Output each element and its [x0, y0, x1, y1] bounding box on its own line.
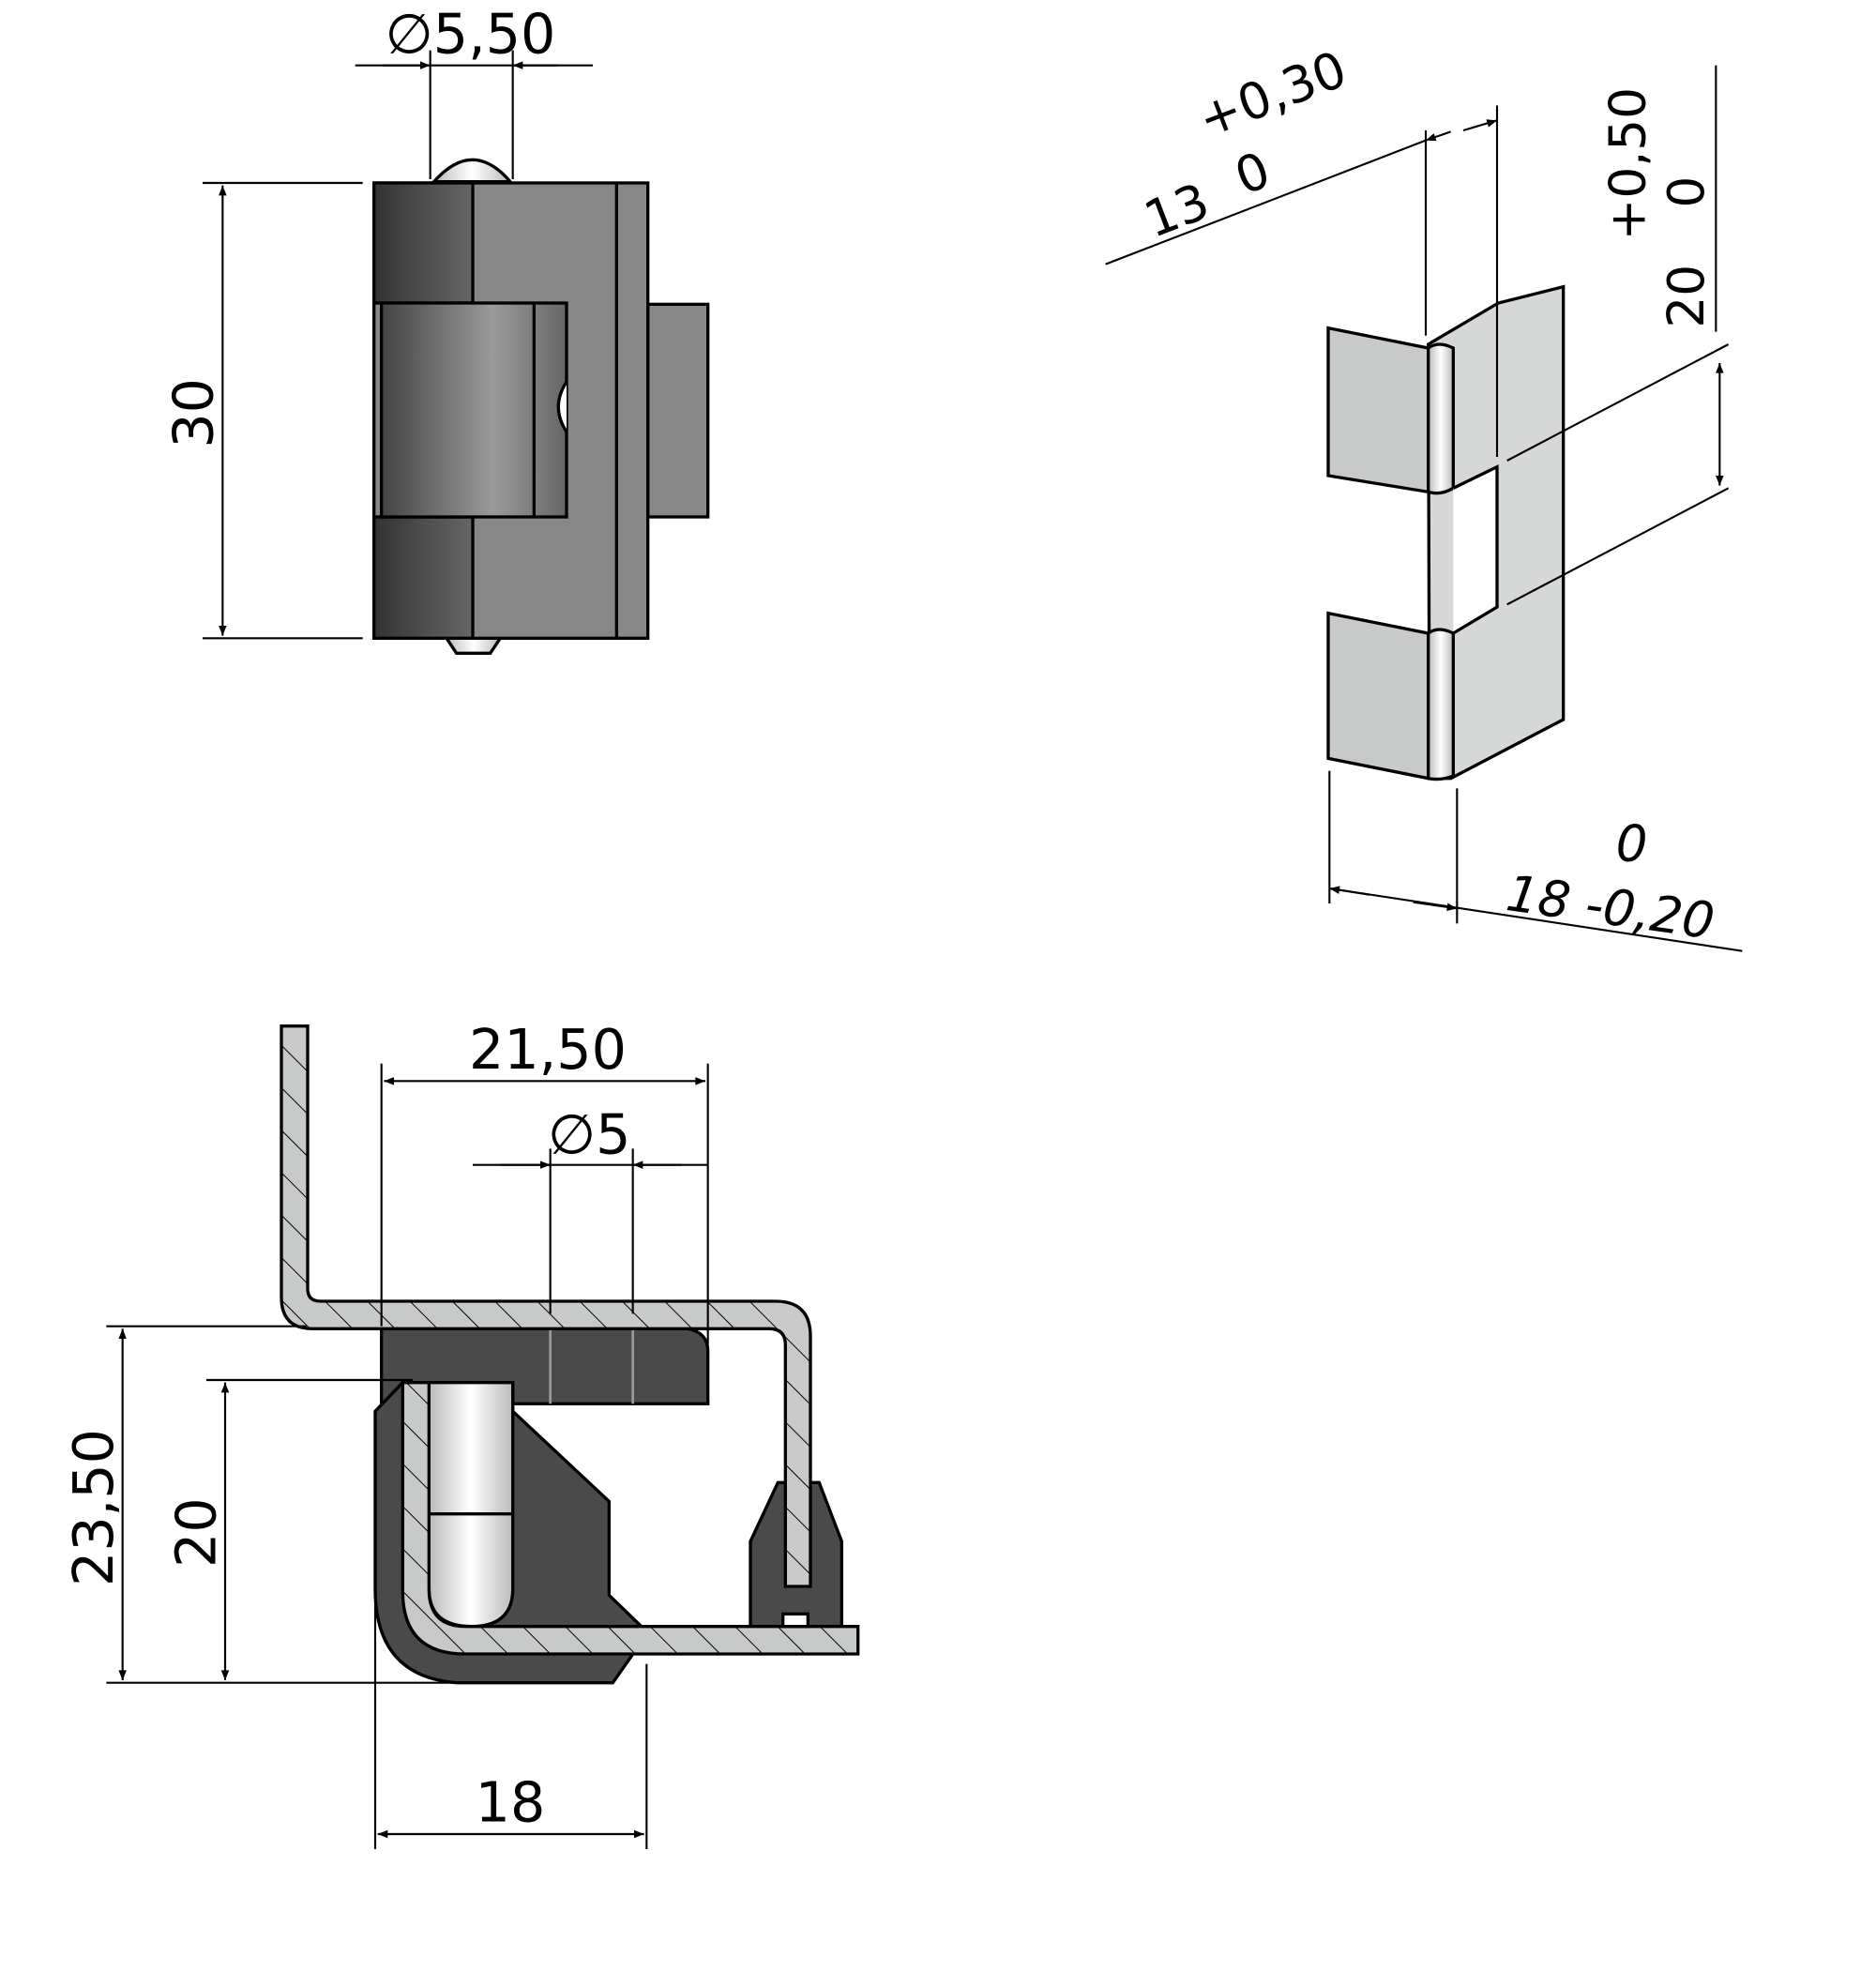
height-label: 30 [162, 378, 226, 448]
width-top-label: 21,50 [469, 1018, 627, 1082]
depth-nominal-label: 13 [1136, 172, 1217, 250]
height-lower-label: 0 [1657, 176, 1716, 208]
width-label: 18 -0,20 [1503, 863, 1717, 950]
total-height-label: 23,50 [62, 1429, 126, 1586]
front-view: ∅5,50 30 [162, 2, 710, 655]
height-tolerance-label: +0,50 [1597, 87, 1657, 240]
section-view: 21,50 ∅5 23,50 20 18 [62, 1018, 860, 1849]
base-width-label: 18 [476, 1771, 546, 1835]
height-nominal-label: 20 [1657, 265, 1716, 328]
depth-tolerance-label: +0,30 [1190, 39, 1354, 149]
width-upper-label: 0 [1616, 814, 1648, 873]
inner-height-label: 20 [164, 1497, 228, 1568]
depth-lower-label: 0 [1227, 140, 1278, 206]
hole-diameter-label: ∅5 [548, 1103, 630, 1167]
pin-diameter-label: ∅5,50 [386, 2, 556, 66]
